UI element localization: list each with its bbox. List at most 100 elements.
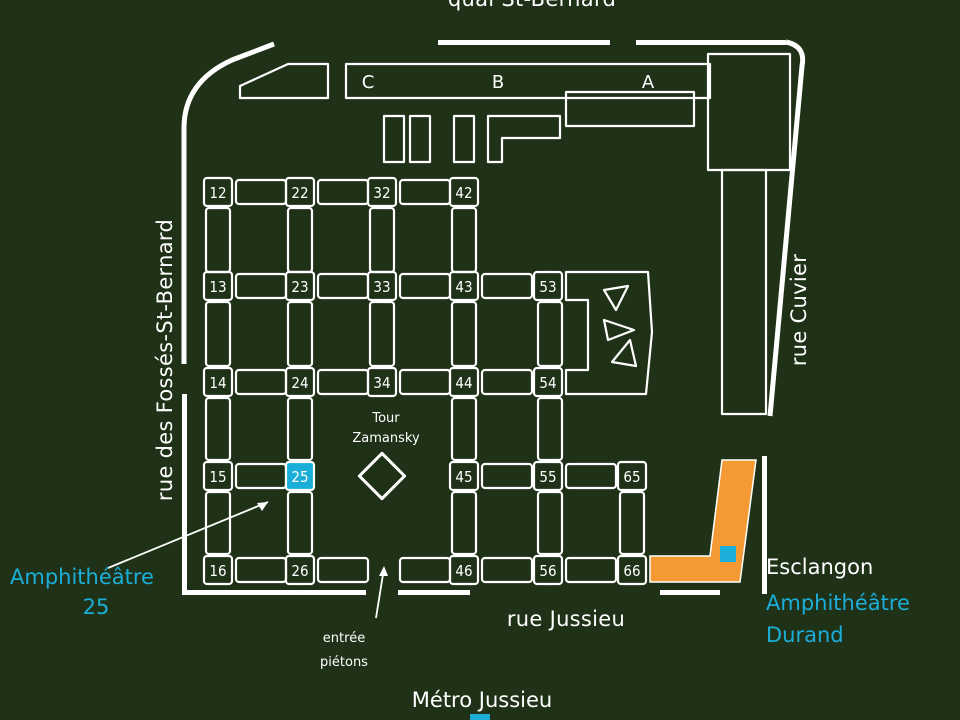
bar-row3-c — [398, 368, 452, 396]
north-wall-segment-1 — [438, 40, 610, 45]
tower-56 — [532, 554, 564, 586]
vbar-col2-c — [286, 396, 314, 462]
tower-13 — [202, 270, 234, 302]
vbar-col2-b — [286, 300, 314, 368]
small-block-3 — [452, 114, 476, 164]
bar-row5-b — [316, 556, 370, 584]
amphi-durand-label-line2: Durand — [766, 623, 844, 647]
tower-26 — [284, 554, 316, 586]
building-number-55: 55 — [539, 468, 556, 486]
metro-marker — [470, 714, 490, 720]
west-wall-lower — [182, 394, 187, 594]
tower-25 — [284, 460, 316, 492]
tour-zamansky: Tour Zamansky — [352, 411, 420, 501]
building-number-34: 34 — [373, 374, 390, 392]
tour-zamansky-label-line1: Tour — [371, 411, 400, 426]
tower-12 — [202, 176, 234, 208]
tower-44 — [448, 366, 480, 398]
vbar-col5-a — [536, 300, 564, 368]
vbar-col2-a — [286, 206, 314, 274]
building-number-66: 66 — [623, 562, 640, 580]
tower-46 — [448, 554, 480, 586]
amphi25-label-line2: 25 — [83, 595, 110, 619]
street-south-label: rue Jussieu — [507, 607, 625, 631]
bar-row2-d — [480, 272, 534, 300]
angular-building-inner-1 — [602, 284, 630, 312]
tower-15 — [202, 460, 234, 492]
angular-building — [564, 270, 654, 396]
bar-row3-d — [480, 368, 534, 396]
building-numbers: 12 22 32 42 13 23 33 43 53 14 24 34 44 5… — [209, 184, 640, 580]
tower-16 — [202, 554, 234, 586]
tower-34 — [366, 366, 398, 398]
tower-23 — [284, 270, 316, 302]
vbar-col3-a — [368, 206, 396, 274]
wing-a-label: A — [642, 72, 655, 93]
campus-grid — [202, 176, 648, 586]
bar-row2-c — [398, 272, 452, 300]
south-wall-west — [182, 590, 366, 595]
building-number-33: 33 — [373, 278, 390, 296]
street-north-label: quai St-Bernard — [448, 0, 616, 11]
east-tall-building — [720, 168, 768, 416]
building-number-54: 54 — [539, 374, 556, 392]
entrance-arrow — [375, 567, 385, 619]
building-number-45: 45 — [455, 468, 472, 486]
small-block-1 — [382, 114, 406, 164]
angular-building-outline — [564, 270, 654, 396]
building-number-13: 13 — [209, 278, 226, 296]
vbar-col4-d — [450, 490, 478, 556]
vbar-col1-c — [204, 396, 232, 462]
tower-32 — [366, 176, 398, 208]
vbar-col4-b — [450, 300, 478, 368]
northwest-wall — [181, 41, 275, 364]
bar-row4-b — [480, 462, 534, 490]
tower-45 — [448, 460, 480, 492]
building-number-14: 14 — [209, 374, 226, 392]
building-number-22: 22 — [291, 184, 308, 202]
vbar-col6-a — [618, 490, 646, 556]
esclangon-building — [649, 459, 757, 583]
tower-66 — [616, 554, 648, 586]
building-number-16: 16 — [209, 562, 226, 580]
amphi25-arrow — [107, 501, 269, 569]
amphi25-label-line1: Amphithéâtre — [10, 565, 154, 589]
building-number-25: 25 — [291, 468, 308, 486]
tower-55 — [532, 460, 564, 492]
tour-zamansky-label-line2: Zamansky — [352, 431, 420, 446]
wing-a-annex — [564, 90, 696, 128]
south-wall-middle — [398, 590, 470, 595]
tower-42 — [448, 176, 480, 208]
bar-row4-c — [564, 462, 618, 490]
east-wall-lower — [762, 456, 767, 594]
building-number-24: 24 — [291, 374, 308, 392]
bar-row2-a — [234, 272, 288, 300]
building-number-15: 15 — [209, 468, 226, 486]
tower-43 — [448, 270, 480, 302]
bar-row4-a — [234, 462, 288, 490]
building-number-44: 44 — [455, 374, 472, 392]
bar-row5-c — [398, 556, 452, 584]
vbar-col3-b — [368, 300, 396, 368]
metro-label: Métro Jussieu — [412, 688, 552, 712]
amphi25-arrow-head — [257, 502, 268, 511]
bar-row5-e — [564, 556, 618, 584]
amphi-durand-marker — [720, 546, 736, 562]
small-block-2 — [408, 114, 432, 164]
tower-54 — [532, 366, 564, 398]
arrows — [107, 501, 388, 619]
building-number-46: 46 — [455, 562, 472, 580]
wing-b-label: B — [492, 72, 504, 93]
tower-65 — [616, 460, 648, 492]
vbar-col1-b — [204, 300, 232, 368]
vbar-col1-d — [204, 490, 232, 556]
northwest-building — [238, 62, 330, 100]
vbar-col4-c — [450, 396, 478, 462]
esclangon-shape — [649, 459, 757, 583]
bar-row1-a — [234, 178, 288, 206]
street-east-label: rue Cuvier — [787, 254, 811, 366]
wing-c-label: C — [362, 72, 375, 93]
wing-cba-building — [344, 62, 712, 100]
entrance-label-line2: piétons — [320, 655, 368, 670]
